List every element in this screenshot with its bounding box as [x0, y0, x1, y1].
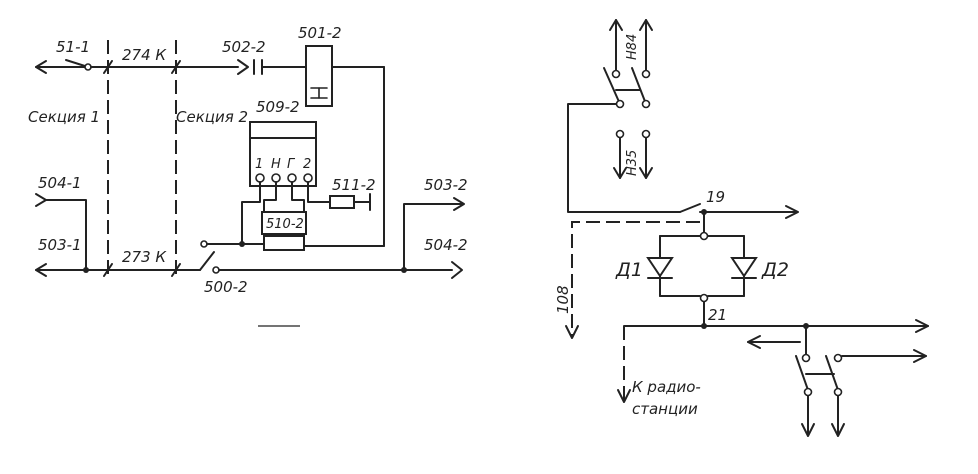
label-509-2: 509-2: [256, 98, 300, 116]
bridge-top-node: [699, 231, 709, 241]
bridge-bottom-node: [699, 293, 709, 303]
terminal-label-1: 1: [255, 157, 263, 172]
label-108: 108: [554, 285, 572, 314]
bottom-switch-left-arrow: [747, 335, 761, 349]
n35-contact-right: [641, 129, 651, 139]
left-circuit: 51-1 274 К 502-2 501-2 Секция 1 Секция 2…: [28, 24, 468, 327]
terminal-n: [271, 173, 281, 183]
label-273k: 273 К: [122, 248, 167, 266]
label-node-19: 19: [706, 188, 725, 206]
top-bus-arrow: [35, 60, 47, 74]
right-circuit: Н84 Н35 19 108 Д1 Д2 21 К радио- станции: [554, 19, 929, 437]
wire-108: [571, 221, 700, 336]
n84-blade-right: [631, 67, 647, 105]
terminal-g: [287, 173, 297, 183]
tick-273-1: [103, 263, 113, 277]
n84-contact-right: [641, 69, 651, 79]
label-503-1: 503-1: [38, 236, 82, 254]
label-n84: Н84: [625, 34, 640, 60]
label-503-2: 503-2: [424, 176, 468, 194]
arrow-503-2: [453, 197, 465, 211]
bottom-bus-arrow: [35, 263, 47, 277]
n84-contact-left: [611, 69, 621, 79]
wire-term-2: [307, 181, 331, 203]
label-section-2: Секция 2: [176, 108, 248, 126]
label-511-2: 511-2: [332, 176, 376, 194]
bottom-switch-pivot-right: [833, 387, 843, 397]
n84-pivot-left: [615, 99, 625, 109]
bottom-switch-contact-right: [833, 353, 843, 363]
tick-274-2: [171, 60, 181, 74]
arrow-108: [565, 325, 579, 339]
bottom-switch-blade-left: [795, 355, 809, 391]
connector-504-1: [35, 193, 47, 207]
n84-feed-wire: [567, 103, 681, 213]
label-502-2: 502-2: [222, 38, 266, 56]
component-510-2-lower: [263, 235, 305, 251]
n35-arrow-down: [613, 167, 627, 179]
label-radio-line-1: К радио-: [632, 378, 701, 396]
label-274k: 274 К: [122, 46, 167, 64]
n35-arrow-down-2: [639, 167, 653, 179]
label-500-2: 500-2: [204, 278, 248, 296]
terminal-1: [255, 173, 265, 183]
diode-d1: [646, 257, 674, 278]
label-504-2: 504-2: [424, 236, 468, 254]
switch-51-1-blade: [65, 59, 89, 68]
wire-term-g: [291, 181, 305, 213]
label-radio-line-2: станции: [632, 400, 698, 418]
terminal-2: [303, 173, 313, 183]
bottom-switch-contact-left: [801, 353, 811, 363]
bottom-switch-out-left-arrow: [801, 423, 815, 437]
wire-term-1: [241, 181, 261, 245]
tick-274-1: [103, 60, 113, 74]
terminal-label-n: Н: [271, 157, 281, 172]
component-510-2: [261, 211, 307, 235]
diode-d2: [730, 257, 758, 278]
terminal-label-g: Г: [287, 157, 296, 172]
label-section-1: Секция 1: [28, 108, 100, 126]
bottom-switch-out-right-arrow: [831, 423, 845, 437]
label-504-1: 504-1: [38, 174, 82, 192]
switch-500-2-blade: [199, 251, 215, 271]
line-21-arrow: [915, 319, 929, 333]
label-501-2: 501-2: [298, 24, 342, 42]
junction-504-1: [83, 267, 89, 273]
wire-504-1: [45, 199, 87, 271]
connector-502-2: [237, 59, 249, 75]
label-n35: Н35: [625, 150, 640, 176]
n35-contact-left: [615, 129, 625, 139]
tick-273-2: [171, 263, 181, 277]
label-d1: Д1: [615, 259, 643, 281]
resistor-511-2: [329, 195, 355, 209]
wire-term-n: [263, 181, 277, 213]
n84-pivot-right: [641, 99, 651, 109]
arrow-to-radio: [617, 389, 631, 403]
junction-504-2: [401, 267, 407, 273]
wire-503-2: [403, 203, 463, 271]
label-51-1: 51-1: [56, 38, 90, 56]
n84-arrow-up-2: [639, 19, 653, 31]
connector-504-2: [451, 261, 463, 279]
label-510-2: 510-2: [266, 217, 304, 232]
label-d2: Д2: [761, 259, 789, 281]
terminal-label-2: 2: [303, 157, 311, 172]
n84-arrow-up: [609, 19, 623, 31]
bottom-switch-right-arrow: [913, 349, 927, 363]
node-19-arrow: [785, 205, 799, 219]
n84-blade-left: [603, 67, 621, 105]
node-19-switch: [679, 203, 701, 213]
label-node-21: 21: [708, 306, 727, 324]
bottom-switch-pivot-left: [803, 387, 813, 397]
